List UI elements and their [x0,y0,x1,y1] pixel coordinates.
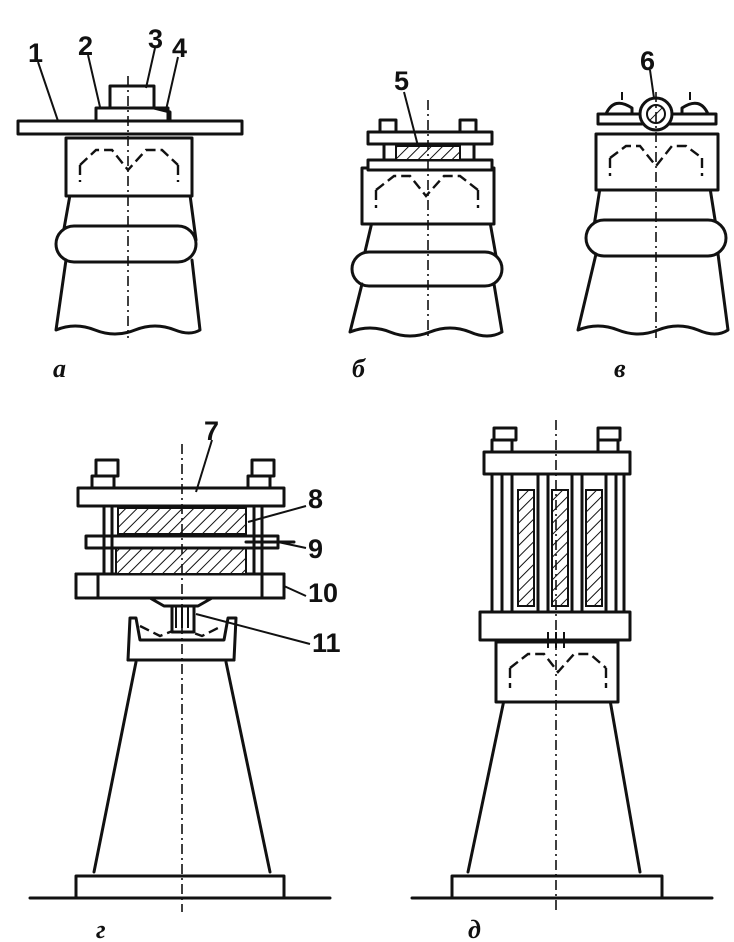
caption-a: а [53,354,66,383]
label-4: 4 [172,33,187,63]
caption-g: г [96,915,106,942]
panel-g: 7 8 9 10 11 г [28,416,341,942]
label-7: 7 [204,416,219,446]
label-8: 8 [308,484,323,514]
label-10: 10 [308,578,338,608]
label-11: 11 [312,628,341,658]
caption-b: б [352,354,366,383]
label-3: 3 [148,24,163,54]
caption-d: д [468,915,481,942]
label-6: 6 [640,46,655,76]
panel-a: 1 2 3 4 а [16,24,244,383]
panel-d: д [410,420,714,942]
label-1: 1 [28,38,43,68]
panel-b: 5 б [348,66,504,383]
panel-v: 6 в [576,46,730,383]
label-2: 2 [78,31,93,61]
caption-v: в [614,354,626,383]
label-5: 5 [394,66,409,96]
label-9: 9 [308,534,323,564]
